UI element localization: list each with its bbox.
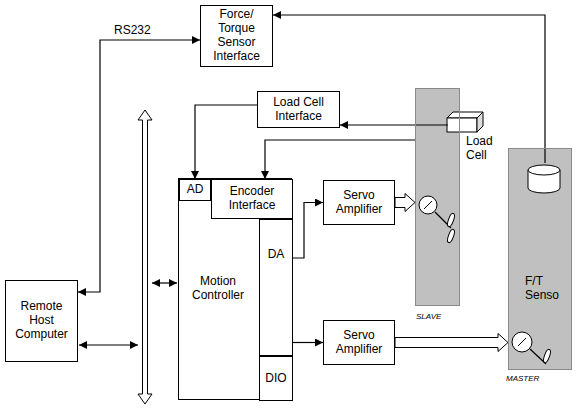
ft-sensor: F/T Senso [519,163,571,303]
master-blade [542,349,551,364]
master-motor-mark [518,338,526,346]
node-label: Servo Amplifier [327,189,391,217]
node-label: DIO [265,372,286,386]
ft-sensor-top [528,165,560,175]
master-motor [512,332,532,352]
ft-sensor-side [528,170,529,188]
load-cell: Load Cell [448,113,498,163]
edge-label: RS232 [112,24,153,38]
node-label: AD [187,183,204,197]
controller-box: Motion Controller AD Encoder InterfaceDA DI… [178,178,292,400]
signal-connector [293,203,323,259]
drive-arrow [395,334,508,352]
ft-sensor-bottom [528,188,560,193]
slave-panel: SLAVELoad Cell [415,88,460,306]
interface-box: Load Cell Interface [257,91,340,128]
port-box: DA [259,219,293,356]
master-panel-fill [508,148,572,370]
node-label: Force/ Torque Sensor Interface [206,8,268,63]
slave-blade [446,213,455,228]
node-label: Encoder Interface [216,185,288,213]
ft-sensor-side [560,170,561,188]
signal-connector [265,140,415,179]
node-label: MASTER [506,374,539,383]
node-label: Load Cell [466,135,498,163]
host-bus-link [79,344,138,345]
signal-connector [340,124,448,125]
node-label: Remote Host Computer [11,300,73,341]
node-label: Servo Amplifier [327,329,391,357]
port-box: Encoder Interface [211,179,293,219]
slave-motor [419,196,437,214]
node-label: SLAVE [416,312,441,321]
bus-controller-link [152,282,177,283]
interface-box: Force/ Torque Sensor Interface [200,5,273,67]
node-label: Load Cell Interface [263,96,335,124]
port-box: DIO [259,356,293,401]
load-cell-front [447,118,477,132]
computer-box: Remote Host Computer [5,280,78,362]
signal-connector [293,342,323,343]
port-box: AD [179,179,211,201]
load-cell-side [477,112,483,132]
node-label: DA [268,248,285,262]
amplifier-box: Servo Amplifier [323,180,395,225]
master-panel: MASTERF/T Senso [508,148,572,370]
slave-blade [446,229,455,244]
node-label: Motion Controller [180,275,256,303]
node-label: F/T Senso [525,275,565,303]
drive-arrow [395,194,415,212]
amplifier-box: Servo Amplifier [323,320,395,365]
slave-motor-mark [424,201,432,209]
system-bus [138,110,152,404]
signal-connector [195,105,257,179]
signal-connector [273,15,545,163]
